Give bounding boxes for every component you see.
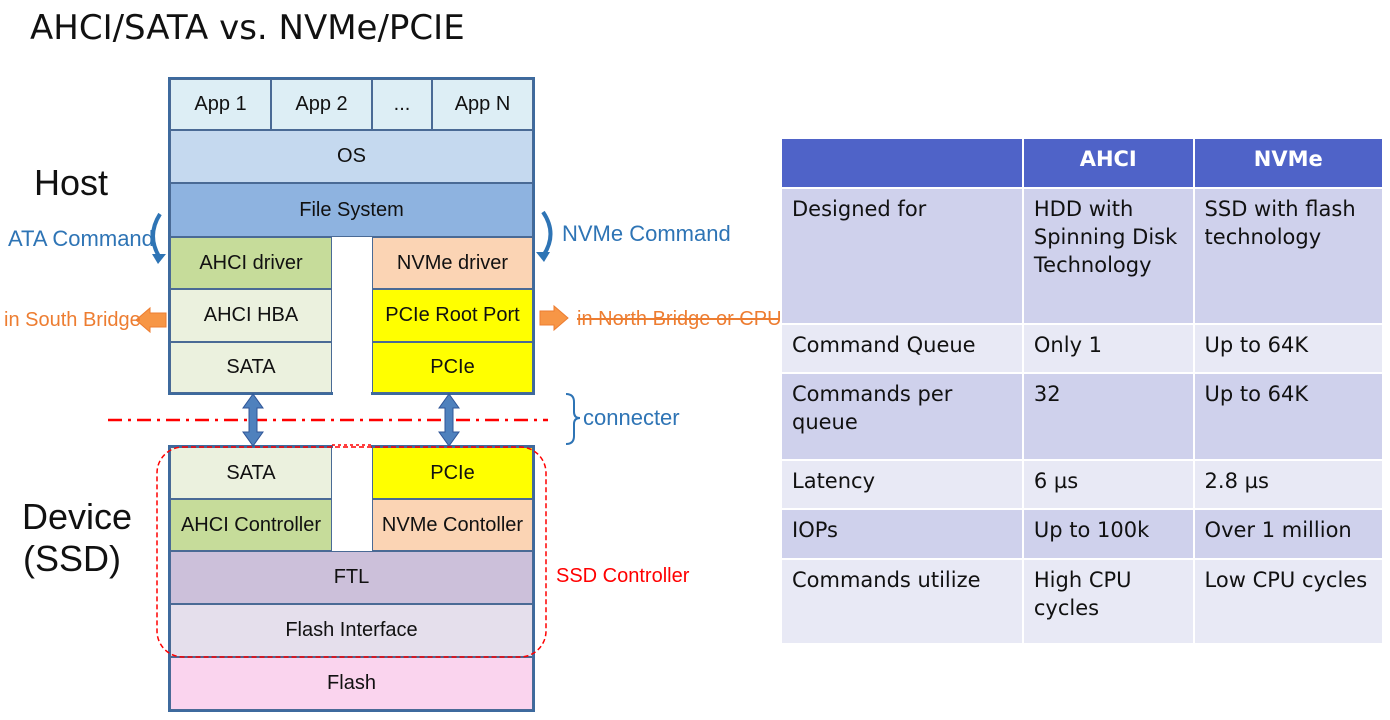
device-label-line-2: (SSD) [23,538,121,579]
device-label: Device (SSD) [22,496,133,580]
host-pcie-box: PCIe [372,342,533,393]
connecter-brace [565,393,581,445]
host-column-gap [333,238,371,398]
ssd-controller-label: SSD Controller [556,565,690,587]
nvme-cell: Over 1 million [1192,508,1385,560]
row-label: Latency [780,459,1024,510]
table-row: Commands utilize High CPU cycles Low CPU… [780,558,1385,645]
ahci-cell: 6 µs [1021,459,1195,510]
file-system-box: File System [170,183,533,237]
table-row: Command Queue Only 1 Up to 64K [780,323,1385,374]
sata-link-arrow [242,393,264,447]
os-box: OS [170,130,533,183]
ahci-cell: High CPU cycles [1021,558,1195,645]
ahci-cell: 32 [1021,372,1195,461]
device-label-line-1: Device [22,496,133,537]
flash-interface-box: Flash Interface [170,604,533,657]
host-sata-box: SATA [170,342,332,393]
row-label: Command Queue [780,323,1024,374]
row-label: Commands utilize [780,558,1024,645]
nvme-cell: Up to 64K [1192,323,1385,374]
app-ellipsis-box: ... [372,79,432,130]
row-label: Commands per queue [780,372,1024,461]
flash-box: Flash [170,657,533,710]
table-row: Designed for HDD with Spinning Disk Tech… [780,187,1385,325]
north-bridge-arrow [539,304,569,332]
nvme-command-label: NVMe Command [562,221,731,246]
table-header-row: AHCI NVMe [780,137,1385,189]
app-2-box: App 2 [271,79,372,130]
table-row: Commands per queue 32 Up to 64K [780,372,1385,461]
nvme-cell: Low CPU cycles [1192,558,1385,645]
nvme-cell: SSD with flash technology [1192,187,1385,325]
pcie-link-arrow [438,393,460,447]
header-cell-nvme: NVMe [1192,137,1385,189]
comparison-table: AHCI NVMe Designed for HDD with Spinning… [780,137,1385,645]
ftl-box: FTL [170,551,533,604]
row-label: IOPs [780,508,1024,560]
connecter-label: connecter [583,405,680,430]
ahci-cell: Only 1 [1021,323,1195,374]
nvme-cell: Up to 64K [1192,372,1385,461]
nvme-driver-box: NVMe driver [372,237,533,289]
ahci-cell: HDD with Spinning Disk Technology [1021,187,1195,325]
pcie-root-port-box: PCIe Root Port [372,289,533,342]
ata-command-label: ATA Command [8,226,154,251]
device-column-gap [333,443,371,551]
north-bridge-label: in North Bridge or CPU [577,308,782,330]
device-sata-box: SATA [170,447,332,499]
ata-command-arrow [151,212,162,260]
host-label: Host [34,162,109,203]
table-row: IOPs Up to 100k Over 1 million [780,508,1385,560]
header-cell-empty [780,137,1024,189]
nvme-controller-box: NVMe Contoller [372,499,533,551]
ahci-cell: Up to 100k [1021,508,1195,560]
nvme-command-arrow [541,210,553,258]
ahci-driver-box: AHCI driver [170,237,332,289]
device-pcie-box: PCIe [372,447,533,499]
app-n-box: App N [432,79,533,130]
app-1-box: App 1 [170,79,271,130]
header-cell-ahci: AHCI [1021,137,1195,189]
ahci-controller-box: AHCI Controller [170,499,332,551]
row-label: Designed for [780,187,1024,325]
south-bridge-label: in South Bridge [4,309,141,331]
slide-title: AHCI/SATA vs. NVMe/PCIE [30,8,465,48]
table-row: Latency 6 µs 2.8 µs [780,459,1385,510]
nvme-cell: 2.8 µs [1192,459,1385,510]
ahci-hba-box: AHCI HBA [170,289,332,342]
